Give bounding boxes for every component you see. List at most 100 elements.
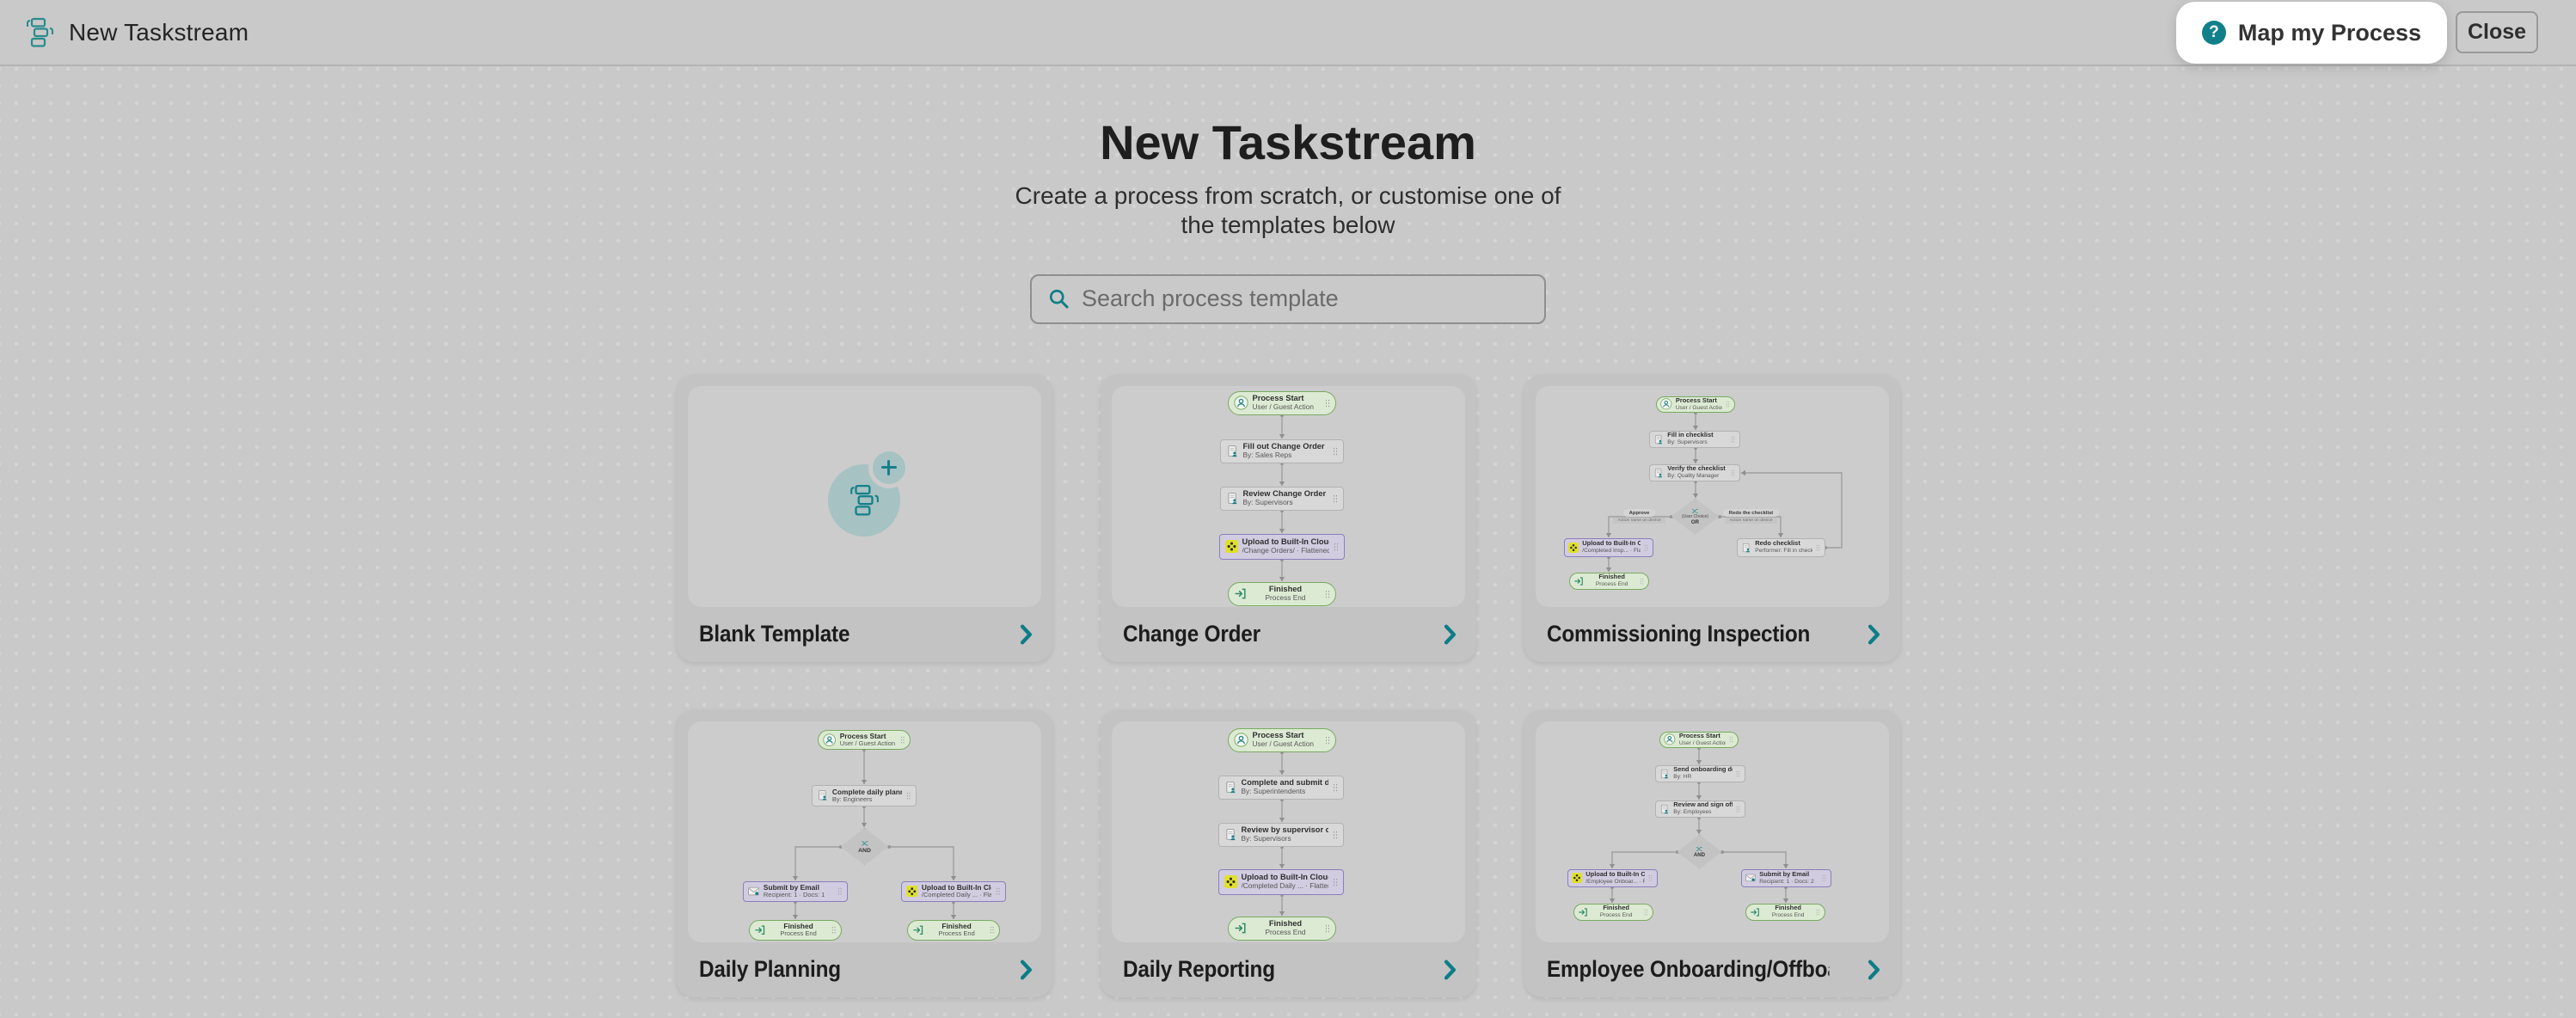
drag-handle-icon (831, 926, 837, 935)
drag-handle-icon (1647, 874, 1653, 882)
end-icon (1234, 587, 1247, 600)
drag-handle-icon (1728, 736, 1733, 744)
drag-handle-icon (1332, 494, 1338, 503)
flow-node-upload: Upload to Built-In Cloud Storage/Complet… (1217, 868, 1344, 895)
task-icon (1653, 468, 1664, 478)
drag-handle-icon (1643, 543, 1648, 551)
flow-edges (792, 747, 956, 919)
drag-handle-icon (1643, 908, 1648, 916)
email-icon (748, 886, 760, 898)
start-icon (1233, 396, 1248, 410)
flow-node-upload: Upload to Built-In Cloud Storage/Change … (1218, 533, 1345, 560)
add-circle (872, 451, 905, 484)
drag-handle-icon (989, 926, 995, 935)
header-title: New Taskstream (69, 18, 249, 46)
card-title: Blank Template (698, 621, 849, 647)
start-icon (1664, 733, 1676, 745)
chevron-right-icon (1868, 960, 1881, 980)
search-input[interactable] (1082, 285, 1529, 313)
card-title: Commissioning Inspection (1546, 621, 1810, 647)
flow-node-gateway: AND (840, 827, 889, 866)
map-my-process-button[interactable]: ? Map my Process (2175, 2, 2447, 64)
chevron-right-icon (1868, 624, 1881, 645)
end-icon (1578, 907, 1588, 917)
end-icon (754, 924, 766, 936)
upload-icon (1568, 542, 1579, 553)
drag-handle-icon (1324, 589, 1330, 598)
task-icon (1653, 434, 1664, 445)
flow-edges (1279, 413, 1285, 581)
map-my-process-label: Map my Process (2237, 19, 2421, 46)
flow-edges (1609, 745, 1788, 903)
help-icon: ? (2201, 21, 2226, 45)
drag-handle-icon (1324, 398, 1330, 408)
drag-handle-icon (1730, 435, 1735, 443)
taskstream-glyph-icon (849, 484, 879, 516)
flow-node-task: Complete and submit daily rep...By: Supe… (1217, 775, 1344, 800)
card-title: Daily Reporting (1122, 956, 1275, 983)
task-icon (1226, 445, 1239, 457)
drag-handle-icon (1332, 782, 1338, 792)
page-title: New Taskstream (1100, 115, 1476, 169)
flow-edges (1279, 750, 1285, 916)
task-icon (1224, 828, 1237, 841)
card-title: Employee Onboarding/Offboarding (1546, 956, 1830, 983)
branch-icon (1691, 507, 1699, 515)
chevron-right-icon (1444, 960, 1457, 980)
task-icon (1226, 492, 1239, 505)
drag-handle-icon (1324, 923, 1330, 933)
upload-icon (1224, 540, 1238, 554)
template-card-blank-template[interactable]: Blank Template (676, 374, 1052, 662)
close-button[interactable]: Close (2456, 11, 2538, 53)
drag-handle-icon (995, 887, 1001, 896)
drag-handle-icon (1333, 542, 1339, 551)
search-box (1030, 273, 1546, 324)
end-icon (1234, 922, 1247, 935)
page-subtitle: Create a process from scratch, or custom… (1015, 181, 1561, 238)
flow-node-gateway: (User Choice)OR (1671, 498, 1720, 535)
task-icon (1659, 804, 1670, 814)
drag-handle-icon (1735, 770, 1740, 777)
taskstream-logo-icon (25, 17, 54, 48)
flow-node-task: Complete daily planning activityBy: Engi… (811, 784, 917, 806)
flow-node-task: Review by supervisor or projec...By: Sup… (1217, 822, 1344, 847)
flow-node-upload: Upload to Built-In Cloud Storage/Complet… (1563, 537, 1653, 557)
drag-handle-icon (899, 735, 905, 744)
task-icon (1741, 543, 1751, 553)
app-header: New Taskstream ? Map my Process Close (0, 0, 2576, 66)
start-icon (1233, 733, 1248, 747)
upload-icon (1224, 875, 1237, 889)
flow-node-upload: Upload to Built-In Cloud Storage/Complet… (900, 880, 1006, 902)
start-icon (823, 733, 836, 746)
drag-handle-icon (1730, 469, 1735, 476)
end-icon (1573, 576, 1584, 586)
drag-handle-icon (1815, 543, 1820, 551)
email-icon (1745, 873, 1757, 883)
drag-handle-icon (1332, 830, 1338, 839)
